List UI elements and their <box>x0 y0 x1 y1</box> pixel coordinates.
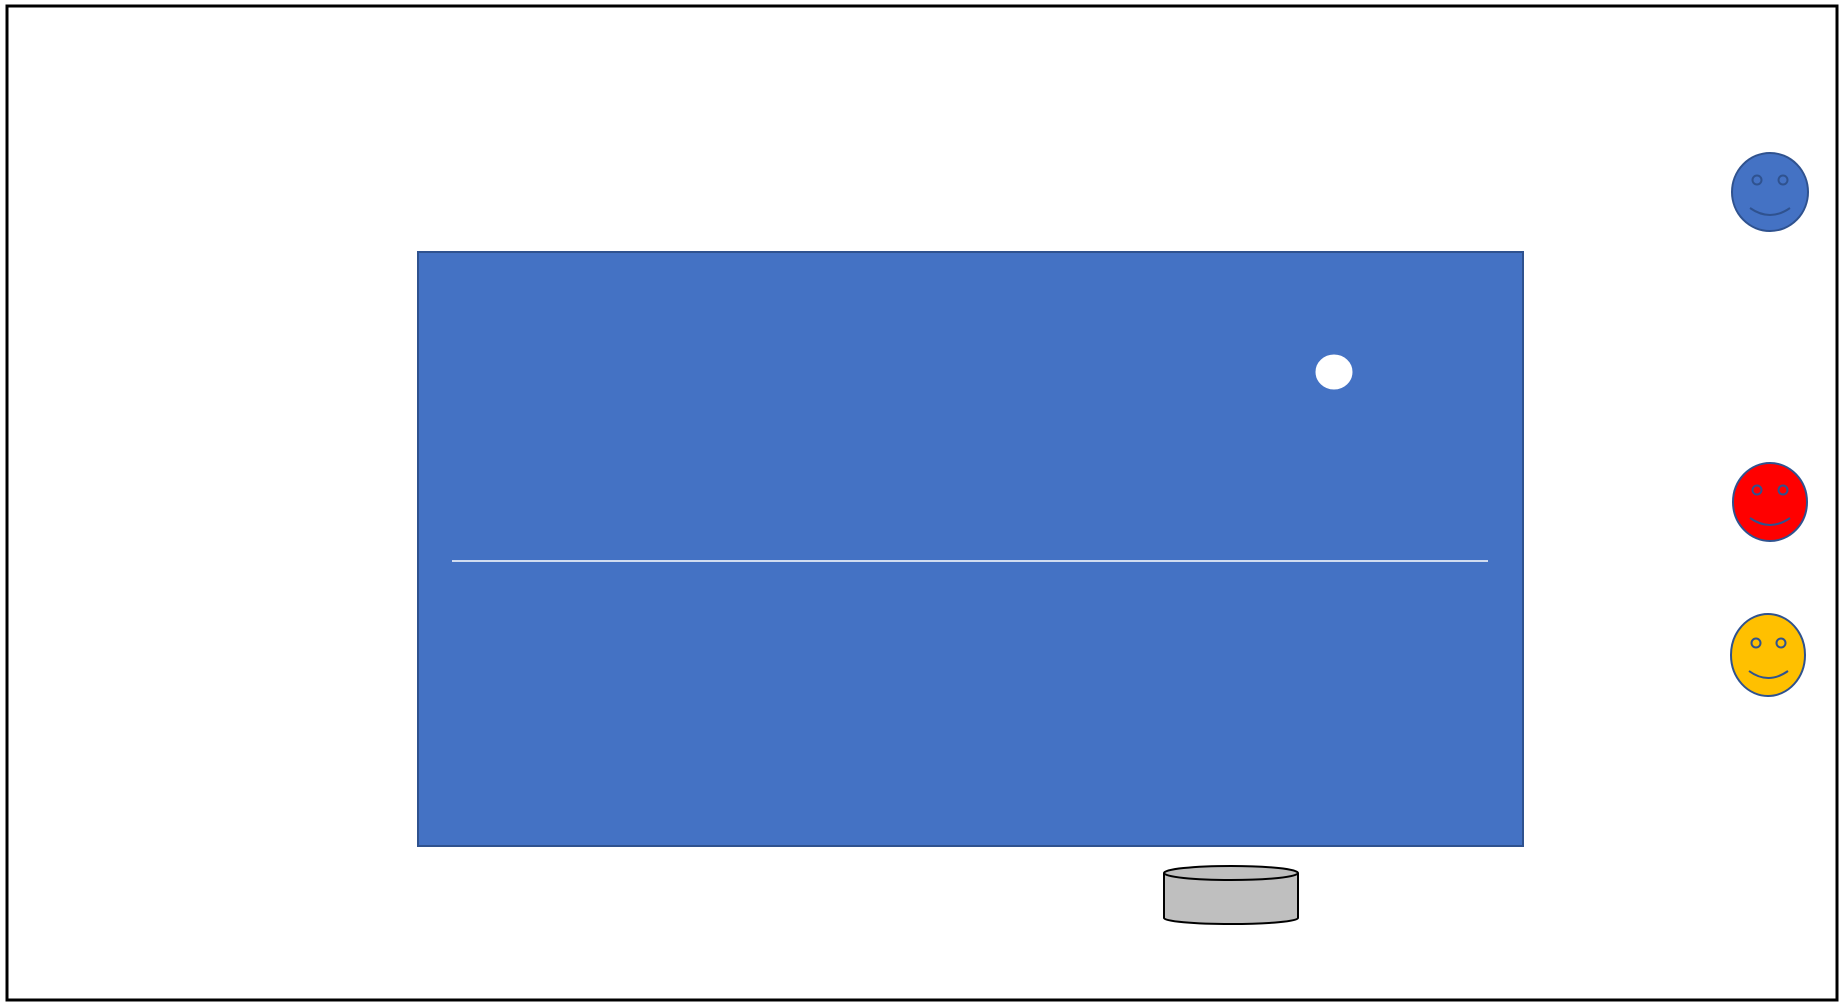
player-blue-smiley-icon <box>1732 153 1808 231</box>
cylinder-box-icon <box>1164 866 1298 924</box>
player-red-smiley-icon <box>1733 463 1807 541</box>
player-yellow-smiley-icon <box>1731 614 1805 696</box>
ball-icon <box>1315 354 1353 390</box>
